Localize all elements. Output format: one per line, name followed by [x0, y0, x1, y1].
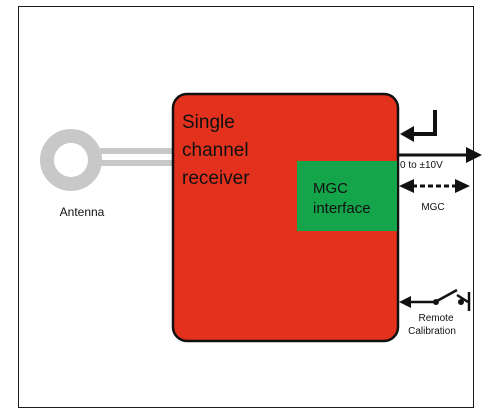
return-icon	[400, 110, 437, 142]
output-arrow-icon	[398, 147, 482, 163]
receiver-box	[171, 92, 400, 343]
diagram-frame	[18, 6, 474, 408]
receiver-label-line-3: receiver	[182, 168, 250, 189]
receiver-label-line-1: Single	[182, 112, 235, 133]
mgc-label-line-2: interface	[313, 200, 371, 217]
receiver-label-line-2: channel	[182, 140, 249, 161]
mgc-label-line-1: MGC	[313, 180, 348, 197]
calibration-label-line-1: Remote	[418, 313, 453, 324]
antenna-feed-line-top	[94, 148, 174, 154]
mgc-interface-box	[297, 161, 397, 231]
antenna-label: Antenna	[60, 205, 105, 219]
calibration-switch-icon	[399, 288, 471, 311]
antenna-feed-line-bottom	[94, 160, 174, 166]
mgc-bidirectional-arrow-icon	[399, 179, 470, 193]
calibration-label-line-2: Calibration	[408, 326, 456, 337]
antenna-icon	[40, 129, 174, 191]
antenna-ring	[40, 129, 102, 191]
output-voltage-label: 0 to ±10V	[400, 160, 443, 171]
mgc-port-label: MGC	[421, 202, 444, 213]
